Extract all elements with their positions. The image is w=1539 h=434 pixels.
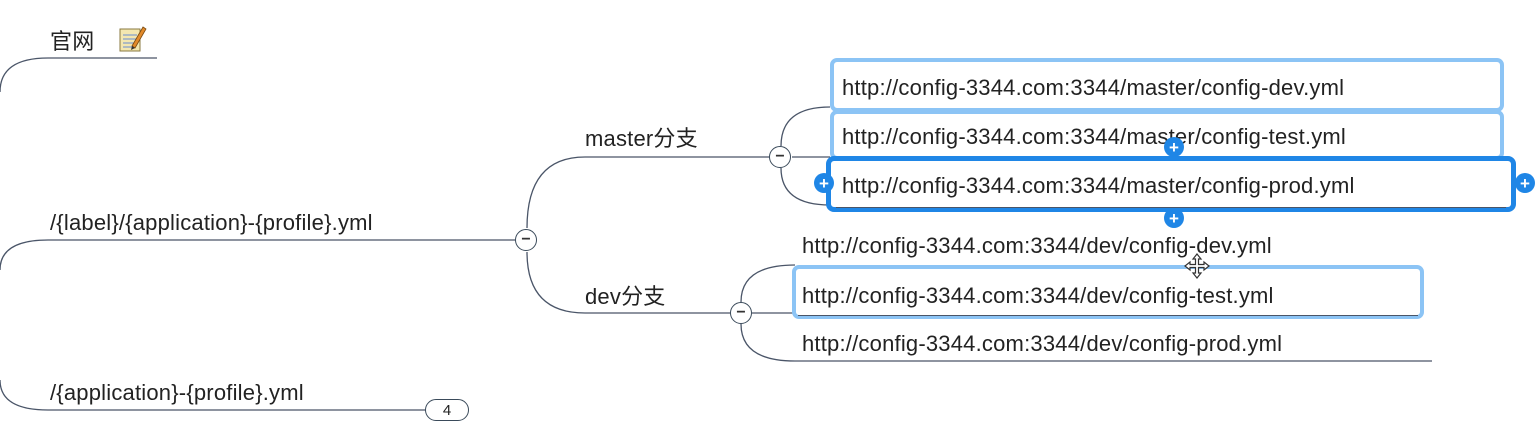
app-profile-topic[interactable]: /{application}-{profile}.yml	[50, 380, 304, 405]
official-site-label: 官网	[50, 29, 95, 54]
add-topic-below-handle[interactable]: +	[1164, 208, 1184, 228]
collapse-toggle-main[interactable]: −	[515, 229, 537, 251]
label-app-profile-topic[interactable]: /{label}/{application}-{profile}.yml	[50, 210, 373, 235]
url-dev-prod[interactable]: http://config-3344.com:3344/dev/config-p…	[802, 331, 1283, 356]
collapse-toggle-dev[interactable]: −	[730, 302, 752, 324]
url-master-prod[interactable]: http://config-3344.com:3344/master/confi…	[842, 173, 1355, 198]
url-master-prod-underline	[836, 207, 1506, 208]
add-topic-left-handle[interactable]: +	[814, 173, 834, 193]
master-branch-topic[interactable]: master分支	[585, 126, 698, 151]
official-site-topic[interactable]: 官网	[50, 29, 94, 55]
note-icon[interactable]	[117, 24, 147, 54]
selection-frame-dev-test	[792, 265, 1424, 319]
url-dev-dev[interactable]: http://config-3344.com:3344/dev/config-d…	[802, 233, 1272, 258]
collapse-toggle-master[interactable]: −	[769, 146, 791, 168]
collapsed-count-badge[interactable]: 4	[425, 399, 469, 421]
url-master-test[interactable]: http://config-3344.com:3344/master/confi…	[842, 124, 1347, 149]
dev-branch-topic[interactable]: dev分支	[585, 284, 666, 309]
url-master-dev[interactable]: http://config-3344.com:3344/master/confi…	[842, 75, 1345, 100]
move-cursor-icon	[1184, 253, 1210, 279]
url-dev-test[interactable]: http://config-3344.com:3344/dev/config-t…	[802, 283, 1274, 308]
url-dev-test-underline	[798, 315, 1418, 316]
add-topic-above-handle[interactable]: +	[1164, 137, 1184, 157]
add-topic-right-handle[interactable]: +	[1515, 173, 1535, 193]
